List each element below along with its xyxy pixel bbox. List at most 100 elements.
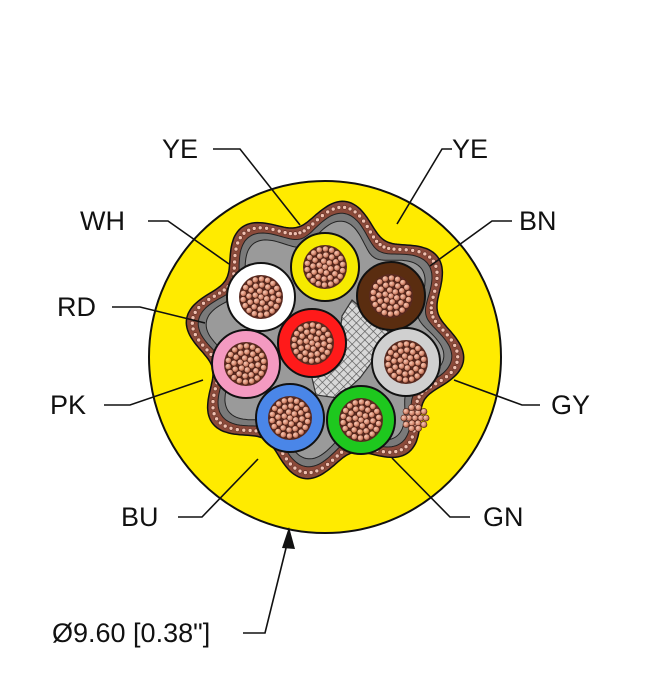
- copper-strand: [279, 424, 287, 432]
- copper-strand: [291, 425, 299, 433]
- copper-strand: [350, 426, 358, 434]
- copper-strand: [326, 336, 334, 344]
- copper-strand: [245, 292, 253, 300]
- copper-strand: [252, 367, 260, 375]
- copper-strand: [241, 372, 249, 380]
- copper-strand: [403, 283, 411, 291]
- braid-strand: [438, 378, 444, 383]
- braid-strand: [452, 343, 458, 348]
- copper-strand: [339, 419, 347, 426]
- copper-strand: [361, 412, 369, 420]
- copper-strand: [306, 254, 314, 261]
- copper-strand: [392, 303, 400, 311]
- braid-strand: [241, 427, 247, 433]
- braid-strand: [306, 225, 311, 231]
- copper-strand: [326, 274, 334, 282]
- drain-strand: [414, 425, 422, 432]
- copper-strand: [395, 375, 403, 383]
- braid-strand: [433, 381, 439, 387]
- copper-strand: [254, 347, 262, 354]
- braid-strand: [427, 254, 433, 260]
- braid-strand: [211, 411, 217, 417]
- copper-strand: [251, 276, 259, 284]
- copper-strand: [309, 262, 317, 270]
- braid-strand: [210, 405, 216, 411]
- braid-strand: [232, 253, 238, 258]
- braid-strand: [433, 318, 438, 324]
- braid-strand: [292, 231, 298, 236]
- copper-strand: [247, 371, 255, 379]
- copper-strand: [235, 370, 243, 378]
- braid-strand: [228, 425, 234, 431]
- copper-strand: [352, 405, 360, 413]
- copper-strand: [310, 249, 318, 257]
- braid-strand: [314, 468, 320, 474]
- copper-strand: [296, 353, 304, 360]
- copper-strand: [333, 264, 341, 272]
- copper-strand: [303, 259, 311, 267]
- copper-strand: [286, 432, 293, 440]
- braid-strand: [325, 462, 330, 467]
- braid-strand: [276, 228, 282, 234]
- drain-strand: [402, 408, 410, 415]
- braid-strand: [397, 247, 403, 252]
- copper-strand: [380, 302, 388, 310]
- copper-strand: [375, 420, 382, 427]
- drain-strand: [400, 414, 408, 422]
- drain-strand: [414, 404, 422, 411]
- braid-strand: [212, 293, 217, 299]
- braid-strand: [429, 310, 434, 315]
- braid-strand: [391, 246, 397, 252]
- copper-strand: [372, 283, 380, 290]
- copper-strand: [390, 357, 398, 365]
- copper-strand: [315, 322, 322, 330]
- copper-strand: [224, 356, 232, 364]
- copper-strand: [275, 400, 283, 408]
- copper-strand: [350, 433, 358, 441]
- copper-strand: [403, 346, 411, 354]
- copper-strand: [260, 364, 267, 371]
- copper-strand: [324, 330, 332, 338]
- braid-strand: [398, 447, 404, 453]
- copper-strand: [258, 275, 265, 283]
- braid-strand: [196, 305, 202, 310]
- braid-strand: [432, 288, 438, 294]
- copper-strand: [351, 399, 359, 407]
- braid-strand: [210, 399, 216, 404]
- copper-strand: [268, 417, 276, 424]
- core-green: [326, 385, 396, 455]
- copper-strand: [279, 431, 287, 439]
- copper-strand: [292, 348, 300, 355]
- drain-strand: [402, 421, 410, 428]
- copper-strand: [322, 245, 329, 253]
- copper-strand: [232, 353, 240, 361]
- copper-strand: [414, 359, 422, 367]
- braid-strand: [422, 251, 428, 257]
- drain-strand: [408, 404, 415, 411]
- copper-strand: [364, 399, 371, 407]
- copper-strand: [249, 350, 257, 358]
- braid-strand: [357, 213, 362, 219]
- braid-strand: [235, 427, 240, 432]
- copper-strand: [298, 401, 306, 408]
- braid-strand: [371, 234, 376, 240]
- drain-strand: [420, 421, 428, 428]
- label-gy: GY: [551, 390, 590, 420]
- copper-strand: [303, 328, 311, 336]
- braid-strand: [429, 300, 435, 306]
- copper-strand: [312, 335, 320, 343]
- copper-strand: [375, 291, 383, 299]
- braid-strand: [222, 423, 228, 429]
- copper-strand: [397, 347, 405, 355]
- braid-strand: [206, 297, 212, 302]
- copper-strand: [347, 409, 355, 417]
- copper-strand: [305, 272, 313, 279]
- copper-strand: [258, 281, 266, 289]
- braid-strand: [284, 456, 289, 462]
- copper-strand: [287, 396, 294, 404]
- copper-strand: [395, 368, 403, 376]
- braid-strand: [407, 439, 413, 445]
- braid-strand: [192, 310, 198, 315]
- braid-strand: [430, 294, 436, 300]
- copper-strand: [237, 349, 245, 357]
